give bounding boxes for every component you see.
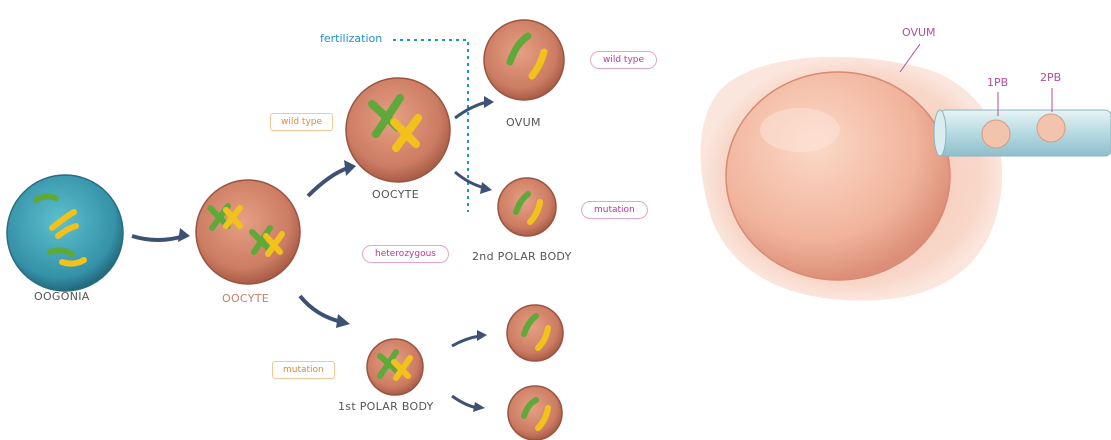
arrowhead xyxy=(178,228,190,242)
secondary-oocyte-label: OOCYTE xyxy=(372,188,419,201)
oogonia-label: OOGONIA xyxy=(34,290,90,303)
arrowhead xyxy=(473,402,485,412)
secondary-oocyte-cell xyxy=(346,78,450,182)
arrowhead xyxy=(484,96,494,108)
arrow-to-secondary-oocyte xyxy=(308,168,348,196)
arrow-to-second-polar-body xyxy=(455,172,485,188)
wild-type-tag-ovum: wild type xyxy=(590,51,657,69)
arrow-to-pb1-product-b xyxy=(452,396,478,408)
pb1-label: 1PB xyxy=(987,76,1008,89)
polar-body-2 xyxy=(1037,114,1065,142)
pb1-product-cell-b xyxy=(508,386,562,440)
arrow-to-first-polar-body xyxy=(300,296,342,322)
arrow-to-ovum xyxy=(455,102,487,118)
fertilization-label: fertilization xyxy=(320,32,382,45)
pb2-label: 2PB xyxy=(1040,71,1061,84)
wild-type-tag-oocyte: wild type xyxy=(270,113,333,131)
mutation-tag-first-polar-body: mutation xyxy=(272,361,335,379)
primary-oocyte-cell xyxy=(196,180,300,284)
polar-body-1 xyxy=(982,120,1010,148)
ovum-cell xyxy=(484,20,564,100)
arrow-to-pb1-product-a xyxy=(452,336,480,346)
second-polar-body-label: 2nd POLAR BODY xyxy=(472,250,572,263)
chromosome-yellow xyxy=(62,260,84,264)
mutation-tag-second-polar-body: mutation xyxy=(581,201,648,219)
second-polar-body-cell xyxy=(498,178,556,236)
arrowhead xyxy=(480,182,492,194)
heterozygous-tag: heterozygous xyxy=(362,245,449,263)
arrowhead xyxy=(477,330,487,341)
arrowhead xyxy=(344,160,356,176)
ovum-label: OVUM xyxy=(506,116,541,129)
micropipette xyxy=(940,110,1111,156)
chromosome-green xyxy=(50,250,72,254)
pb1-product-cell-a xyxy=(507,305,563,361)
primary-oocyte-label: OOCYTE xyxy=(222,292,269,305)
first-polar-body-label: 1st POLAR BODY xyxy=(338,400,434,413)
ovum-large xyxy=(726,72,950,280)
arrow-oogonia-to-oocyte xyxy=(132,236,184,240)
oogonia-cell xyxy=(7,175,123,291)
chromosome-green xyxy=(36,196,56,200)
first-polar-body-cell xyxy=(367,339,423,395)
right-ovum-label: OVUM xyxy=(902,26,936,39)
arrowhead xyxy=(336,314,350,328)
